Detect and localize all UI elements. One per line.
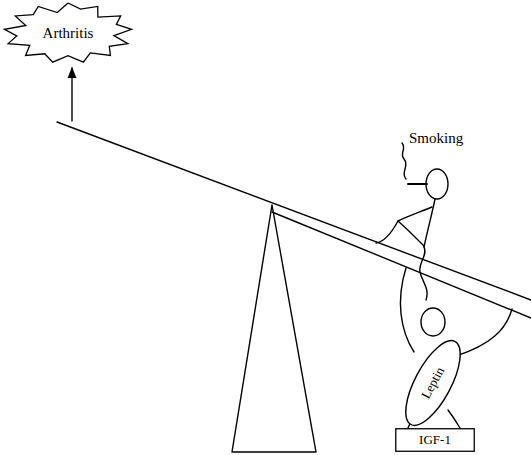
- supporter-right-arm: [456, 309, 512, 356]
- smoker-torso: [424, 199, 435, 247]
- supporter-left-arm: [400, 268, 414, 352]
- supporter-head: [421, 308, 445, 336]
- effect-burst: Arthritis: [3, 2, 133, 64]
- oval-outline: [395, 333, 471, 433]
- factor-label: Smoking: [409, 130, 463, 147]
- rise-arrow: [71, 68, 72, 121]
- smoker-head: [426, 169, 448, 199]
- rect-outline: [396, 429, 475, 452]
- smoke-curl: [402, 143, 406, 179]
- seesaw-plank-top: [57, 122, 531, 300]
- starburst-outline: [4, 3, 131, 62]
- smoker-arm: [398, 207, 432, 221]
- body-oval: Leptin: [394, 332, 473, 435]
- seesaw-plank-bottom: [272, 212, 531, 318]
- node-text: IGF-1: [419, 433, 451, 447]
- supporter-right-leg: [448, 410, 460, 428]
- node-text: Arthritis: [43, 25, 94, 42]
- pedestal-box: IGF-1: [395, 428, 475, 452]
- smoker-leg: [376, 221, 424, 246]
- cigarette: [408, 183, 427, 185]
- smoker-hanging-leg: [420, 247, 427, 300]
- fulcrum-triangle: [232, 205, 316, 452]
